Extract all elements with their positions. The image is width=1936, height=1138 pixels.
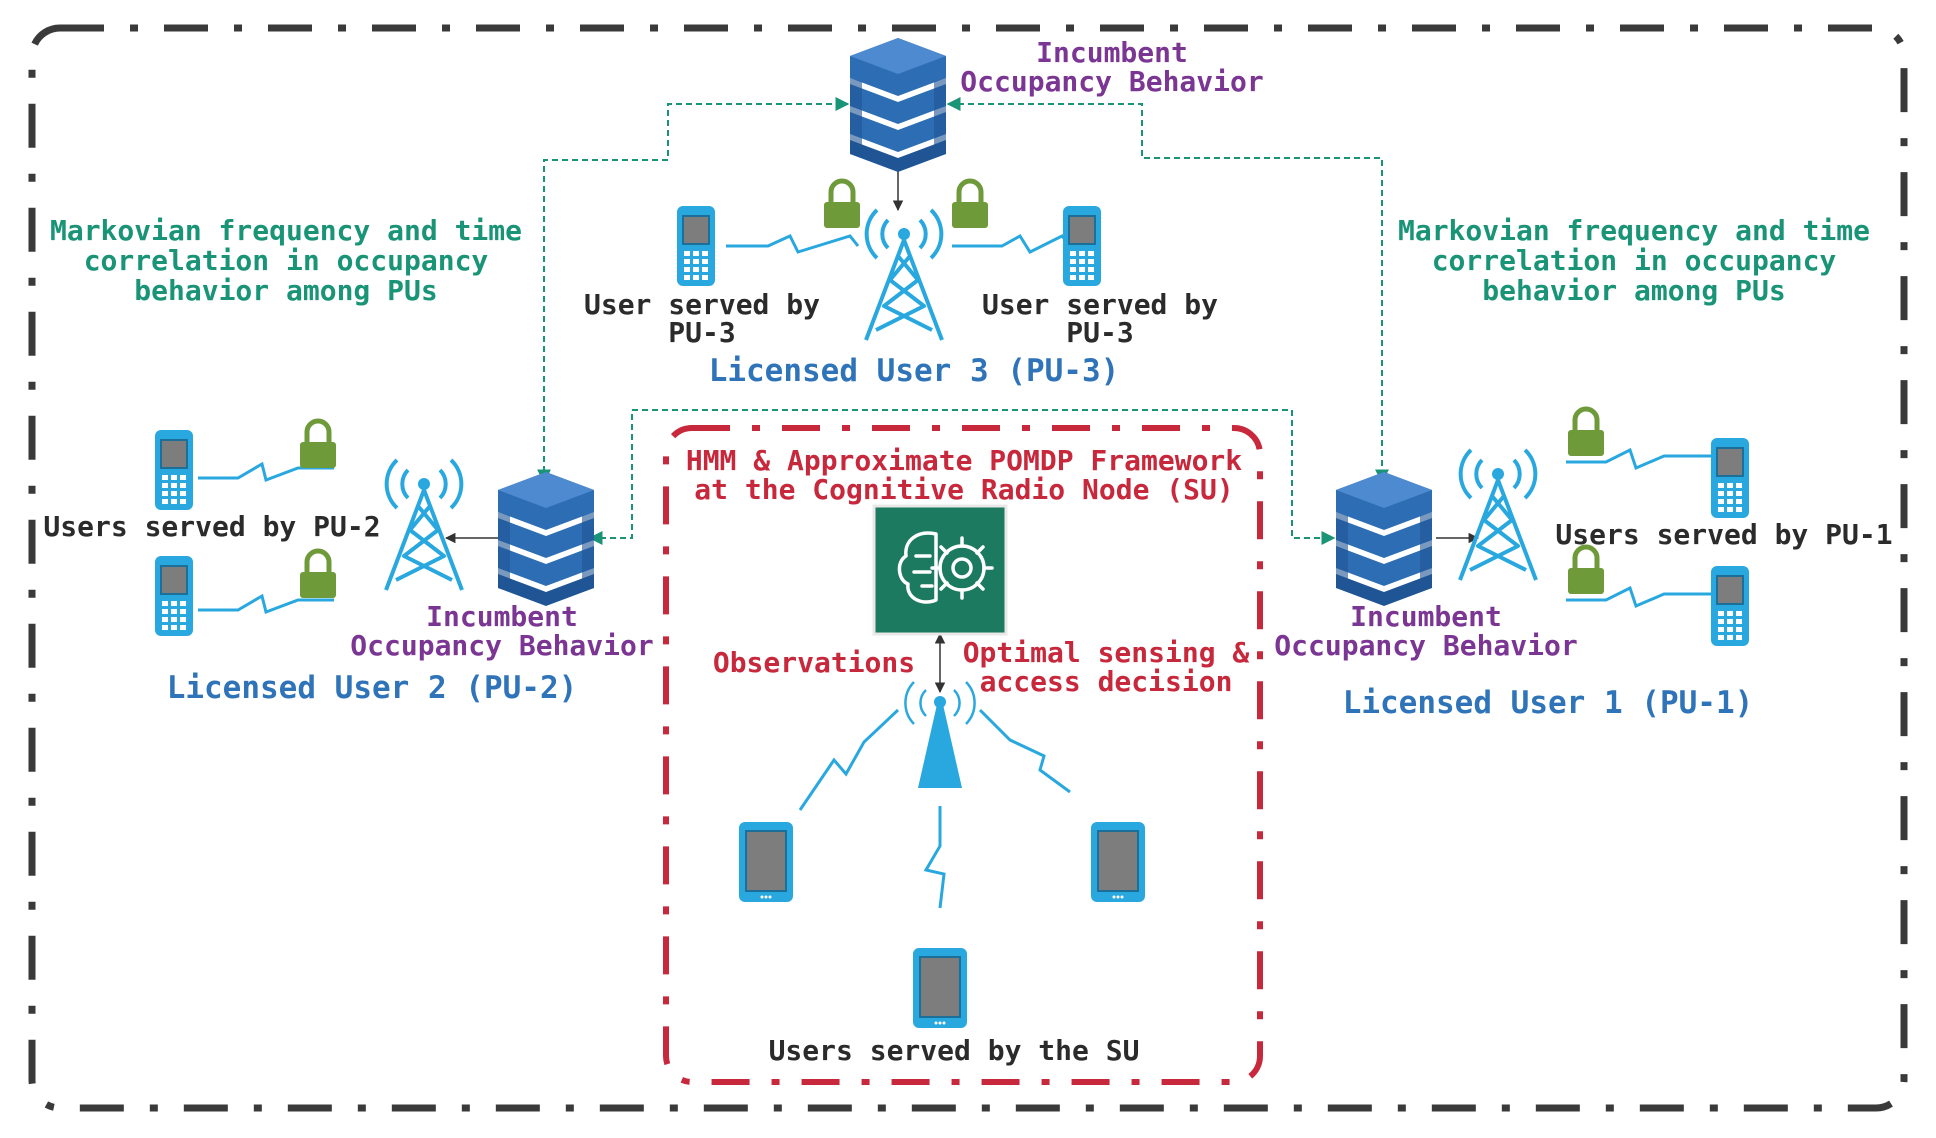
lock-icon [1568,409,1604,456]
brain-gear-icon [872,504,1008,636]
lock-icon [824,181,860,228]
pu3-links [726,233,1072,254]
correlation-left-line3: behavior among PUs [134,274,437,307]
pu2-title: Licensed User 2 (PU-2) [167,670,578,706]
lock-icon [300,551,336,598]
phone-icon [1710,565,1750,647]
database-icon [1336,472,1432,606]
tower-icon [864,208,944,342]
correlation-right-line2: correlation in occupancy [1432,244,1837,277]
pu2-behavior-line2: Occupancy Behavior [350,629,653,662]
outer-frame [28,24,1908,1112]
pu1-behavior-line2: Occupancy Behavior [1274,629,1577,662]
tower-icon [384,458,464,592]
su-decision-line2: access decision [980,665,1233,698]
lock-icon [300,421,336,468]
pu3-users-left-line1: User served by [584,288,820,321]
pu1-users: Users served by PU-1 [1555,518,1892,551]
tablet-icon [1090,821,1146,903]
correlation-right-line3: behavior among PUs [1482,274,1785,307]
pu3-users-left-line2: PU-3 [668,316,735,349]
phone-icon [676,205,716,287]
tower-icon [1458,448,1538,582]
correlation-left-line1: Markovian frequency and time [50,214,522,247]
pu3-behavior-line1: Incumbent [1036,36,1188,69]
pu2-users: Users served by PU-2 [43,510,380,543]
pu3-users-right-line1: User served by [982,288,1218,321]
pu1-title: Licensed User 1 (PU-1) [1343,685,1754,721]
pu1-links [1566,447,1712,609]
su-users: Users served by the SU [769,1034,1140,1067]
antenna-icon [904,681,976,788]
pu2-behavior-line1: Incumbent [426,600,578,633]
phone-icon [154,429,194,511]
su-framework-line1: HMM & Approximate POMDP Framework [686,444,1242,477]
phone-icon [154,555,194,637]
su-decision-line1: Optimal sensing & [963,636,1250,669]
correlation-left-line2: correlation in occupancy [84,244,489,277]
lock-icon [952,181,988,228]
su-links [798,708,1071,909]
database-icon [498,472,594,606]
pu3-title: Licensed User 3 (PU-3) [709,353,1120,389]
pu3-behavior-line2: Occupancy Behavior [960,65,1263,98]
lock-icon [1568,547,1604,594]
pu1-behavior-line1: Incumbent [1350,600,1502,633]
phone-icon [1062,205,1102,287]
phone-icon [1710,437,1750,519]
pu3-users-right-line2: PU-3 [1066,316,1133,349]
correlation-right-line1: Markovian frequency and time [1398,214,1870,247]
database-icon [850,38,946,172]
tablet-icon [912,947,968,1029]
su-framework-line2: at the Cognitive Radio Node (SU) [694,473,1233,506]
correlation-connectors [537,97,1389,545]
su-observations: Observations [713,646,915,679]
tablet-icon [738,821,794,903]
